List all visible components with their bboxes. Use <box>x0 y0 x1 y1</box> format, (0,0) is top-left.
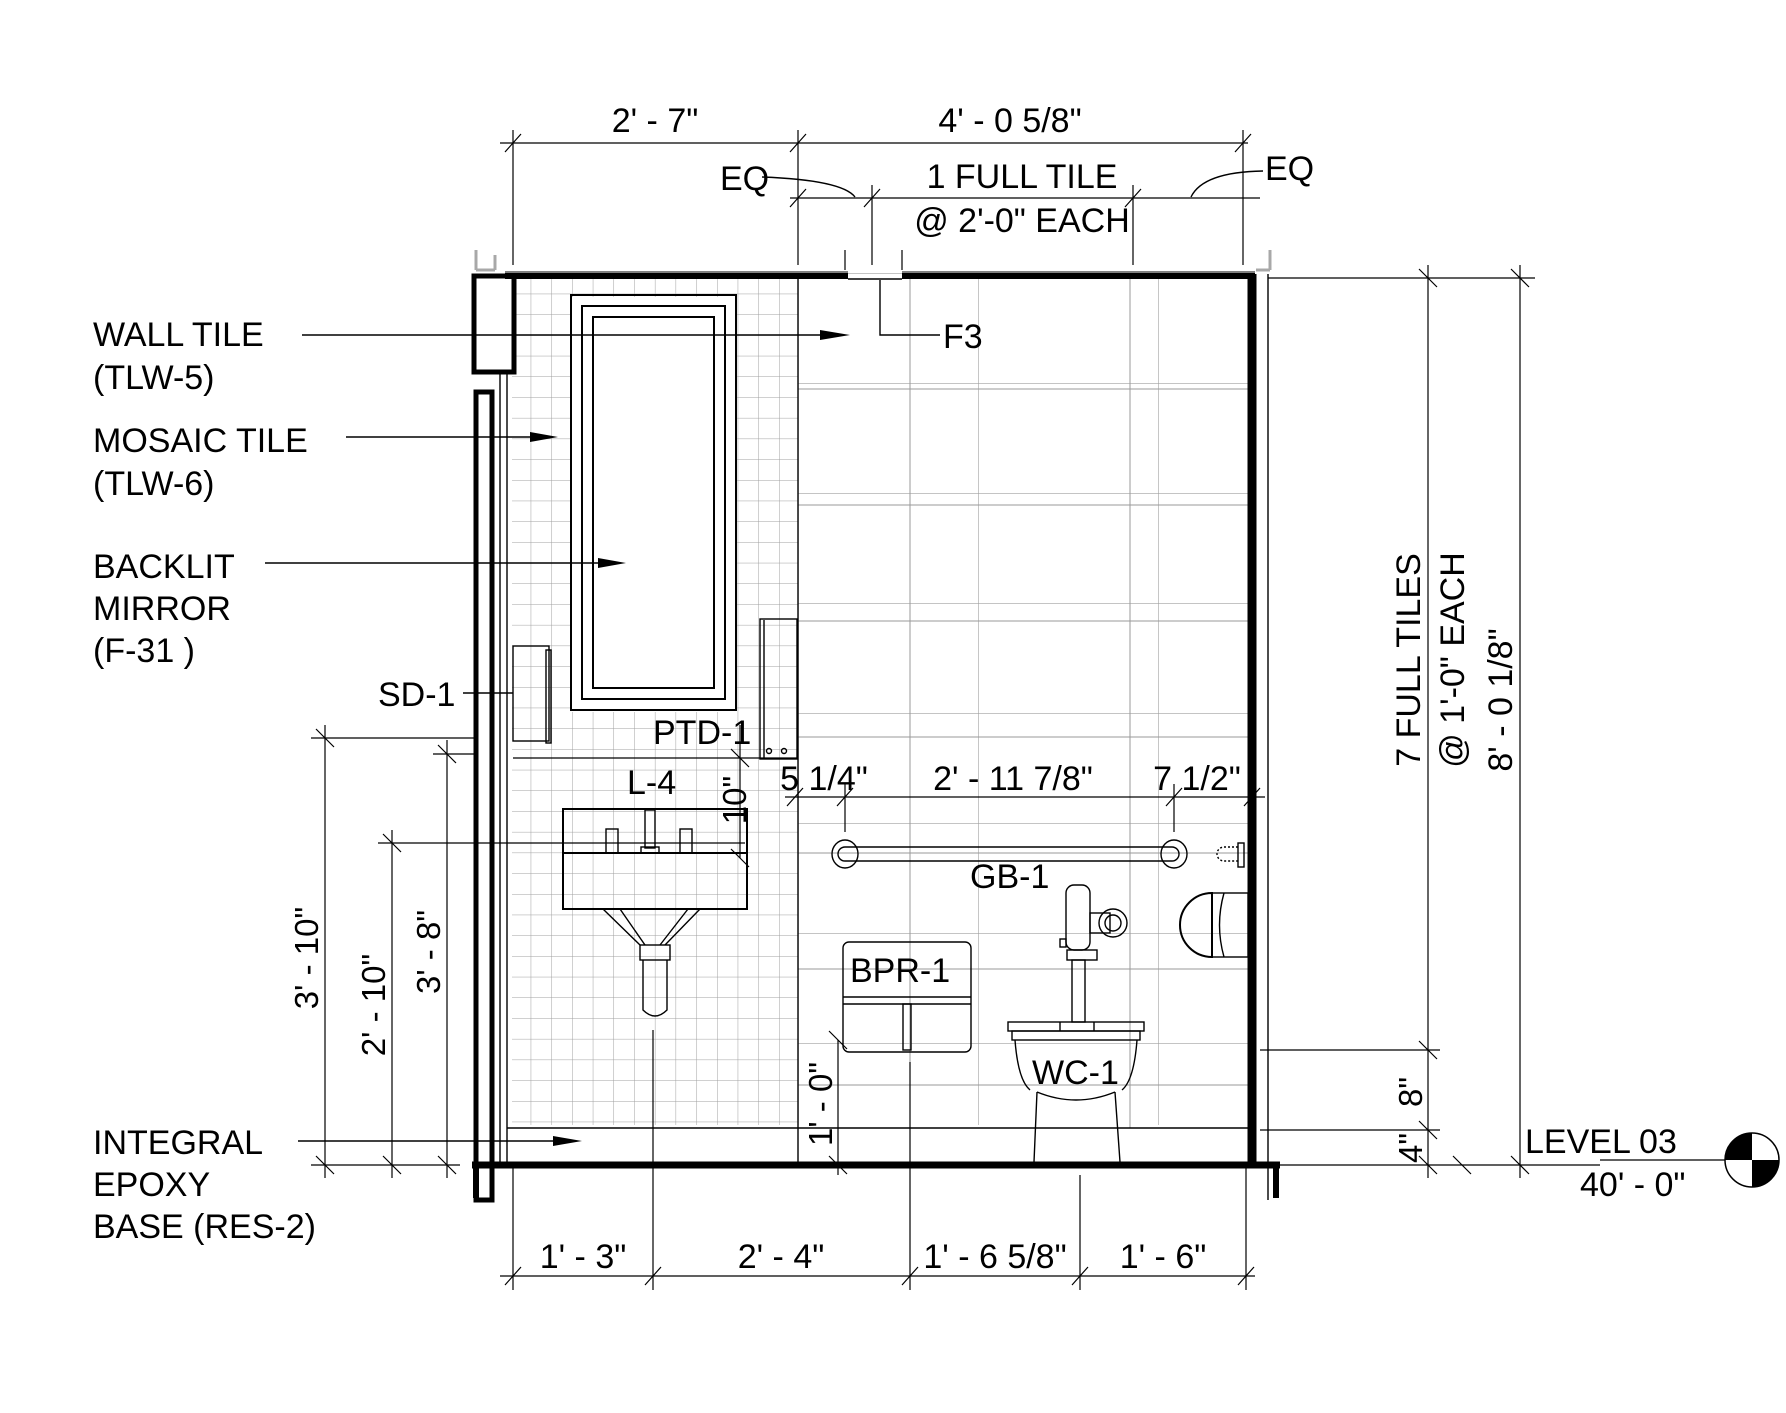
lavatory-label: L-4 <box>627 764 676 802</box>
right-dimension-labels: 7 FULL TILES @ 1'-0" EACH 8' - 0 1/8" 4"… <box>1390 552 1520 1163</box>
dim-bottom-3: 1' - 6 5/8" <box>923 1238 1066 1276</box>
paper-towel-dispenser <box>759 618 798 760</box>
dim-bottom-2: 2' - 4" <box>738 1238 825 1276</box>
base-label-2: EPOXY <box>93 1166 210 1204</box>
mosaic-tile-code: (TLW-6) <box>93 465 215 503</box>
mosaic-tile-label: MOSAIC TILE <box>93 422 308 460</box>
eq-left-label: EQ <box>720 160 769 198</box>
dim-bottom-1: 1' - 3" <box>540 1238 627 1276</box>
grab-bar-label: GB-1 <box>970 858 1049 896</box>
dim-3-8: 3' - 8" <box>410 910 447 994</box>
tile-note-right-1: 7 FULL TILES <box>1390 553 1428 767</box>
fixture-dimension-labels: 10" 5 1/4" 2' - 11 7/8" 7 1/2" 1' - 0" <box>716 760 1241 1146</box>
dim-3-10: 3' - 10" <box>288 907 325 1009</box>
backlit-mirror <box>570 294 737 711</box>
dimension-lines <box>311 130 1600 1290</box>
mirror-label-2: MIRROR <box>93 590 231 628</box>
tile-note-top-1: 1 FULL TILE <box>927 158 1118 196</box>
tile-note-right-2: @ 1'-0" EACH <box>1434 552 1472 768</box>
bpr-label: BPR-1 <box>850 952 950 990</box>
dim-lav-10: 10" <box>716 776 753 824</box>
top-dimension-labels: 2' - 7" 4' - 0 5/8" EQ EQ 1 FULL TILE @ … <box>612 102 1314 240</box>
level-marker-symbol <box>1600 1132 1780 1188</box>
dim-bpr-height: 1' - 0" <box>802 1062 839 1146</box>
lavatory <box>562 808 748 1017</box>
toilet-paper-dispenser <box>1179 891 1249 959</box>
mirror-label-1: BACKLIT <box>93 548 235 586</box>
grab-bar <box>831 839 1245 869</box>
dim-gb-right: 7 1/2" <box>1153 760 1241 798</box>
dim-overall-height: 8' - 0 1/8" <box>1482 628 1520 771</box>
mirror-code: (F-31 ) <box>93 632 195 670</box>
dim-gb-length: 2' - 11 7/8" <box>933 760 1093 798</box>
tile-note-top-2: @ 2'-0" EACH <box>914 202 1130 240</box>
ptd-label: PTD-1 <box>653 714 751 752</box>
base-label-3: BASE (RES-2) <box>93 1208 316 1246</box>
soap-dispenser-label: SD-1 <box>378 676 455 714</box>
dim-base-4: 4" <box>1392 1133 1429 1163</box>
baby-changing-station <box>842 941 972 1053</box>
level-name: LEVEL 03 <box>1525 1123 1677 1161</box>
dim-bottom-4: 1' - 6" <box>1120 1238 1207 1276</box>
callout-labels: WALL TILE (TLW-5) MOSAIC TILE (TLW-6) BA… <box>93 316 1119 1246</box>
bottom-dimension-labels: 1' - 3" 2' - 4" 1' - 6 5/8" 1' - 6" <box>540 1238 1207 1276</box>
dim-top-left: 2' - 7" <box>612 102 699 140</box>
dim-base-8: 8" <box>1392 1077 1429 1107</box>
wall-tile-code: (TLW-5) <box>93 359 215 397</box>
wc-label: WC-1 <box>1032 1054 1119 1092</box>
water-closet <box>1007 884 1145 1163</box>
level-marker: LEVEL 03 40' - 0" <box>1525 1123 1686 1204</box>
base-label-1: INTEGRAL <box>93 1124 263 1162</box>
dim-2-10: 2' - 10" <box>355 954 392 1056</box>
eq-right-label: EQ <box>1265 150 1314 188</box>
level-elevation: 40' - 0" <box>1580 1166 1686 1204</box>
left-dimension-labels: 3' - 10" 2' - 10" 3' - 8" <box>288 907 447 1056</box>
wall-tile-label: WALL TILE <box>93 316 264 354</box>
f3-label: F3 <box>943 318 983 356</box>
dim-gb-left: 5 1/4" <box>780 760 868 798</box>
wall-outline <box>471 250 1280 1203</box>
leaders <box>265 170 1264 1146</box>
dim-top-right: 4' - 0 5/8" <box>938 102 1081 140</box>
